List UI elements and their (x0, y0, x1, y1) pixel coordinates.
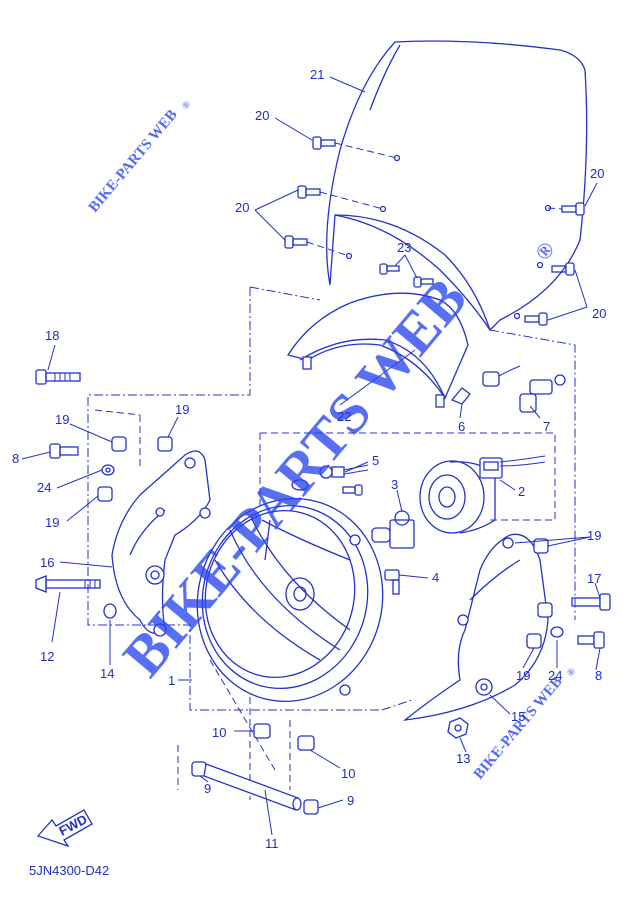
collar-9-b[interactable] (303, 799, 319, 815)
callout-22[interactable]: 22 (337, 409, 351, 424)
callout-10[interactable]: 10 (341, 766, 355, 781)
callout-20[interactable]: 20 (235, 200, 249, 215)
callout-23[interactable]: 23 (397, 240, 411, 255)
washer-24-left[interactable] (101, 464, 115, 476)
leader-lines (21, 76, 601, 836)
bolt-8-right[interactable] (577, 631, 605, 649)
screw-20-right-a[interactable] (561, 202, 585, 216)
callout-15[interactable]: 15 (511, 709, 525, 724)
callout-19[interactable]: 19 (587, 528, 601, 543)
collar-10-a[interactable] (253, 723, 271, 739)
callout-19[interactable]: 19 (45, 515, 59, 530)
callout-10[interactable]: 10 (212, 725, 226, 740)
callout-1[interactable]: 1 (168, 673, 175, 688)
callout-3[interactable]: 3 (391, 477, 398, 492)
callout-19[interactable]: 19 (55, 412, 69, 427)
callout-19[interactable]: 19 (516, 668, 530, 683)
callout-19[interactable]: 19 (175, 402, 189, 417)
callout-20[interactable]: 20 (255, 108, 269, 123)
headlight-cover[interactable] (286, 292, 469, 408)
collar-19-right-c[interactable] (526, 633, 542, 649)
bulb-7[interactable] (519, 374, 566, 413)
bolt-8-left[interactable] (49, 443, 79, 459)
callout-8[interactable]: 8 (595, 668, 602, 683)
fwd-arrow-icon: FWD (36, 809, 93, 848)
bulb-6[interactable] (450, 387, 471, 405)
callout-14[interactable]: 14 (100, 666, 114, 681)
callout-7[interactable]: 7 (543, 419, 550, 434)
callout-21[interactable]: 21 (310, 67, 324, 82)
diagram-code: 5JN4300-D42 (29, 863, 109, 878)
bulb-5[interactable] (319, 464, 369, 479)
callout-9[interactable]: 9 (347, 793, 354, 808)
washer-14[interactable] (103, 603, 117, 619)
callout-12[interactable]: 12 (40, 649, 54, 664)
callout-8[interactable]: 8 (12, 451, 19, 466)
callout-17[interactable]: 17 (587, 571, 601, 586)
pipe-11[interactable] (203, 763, 302, 811)
callout-4[interactable]: 4 (432, 570, 439, 585)
callout-6[interactable]: 6 (458, 419, 465, 434)
screw-20-mid-b[interactable] (284, 235, 308, 249)
callout-20[interactable]: 20 (590, 166, 604, 181)
callout-2[interactable]: 2 (518, 484, 525, 499)
bolt-12[interactable] (35, 575, 101, 593)
screw-dash-lines (306, 142, 563, 257)
left-bracket-16[interactable] (111, 450, 211, 637)
collar-19-left-c[interactable] (97, 486, 113, 502)
nut-13[interactable] (447, 717, 469, 739)
watermark-small-top-text: BIKE-PARTS WEB (86, 107, 181, 216)
callout-24[interactable]: 24 (37, 480, 51, 495)
headlight-unit[interactable] (175, 478, 406, 723)
bolt-17[interactable] (571, 593, 611, 611)
callout-24[interactable]: 24 (548, 668, 562, 683)
right-bracket-15[interactable] (402, 533, 549, 721)
windscreen[interactable] (326, 40, 588, 332)
adjuster-4[interactable] (384, 569, 400, 595)
collar-19-right-b[interactable] (537, 602, 553, 618)
bolt-18[interactable] (35, 369, 81, 385)
socket-housing-2[interactable] (419, 455, 546, 534)
screw-20-mid-a[interactable] (297, 185, 321, 199)
screw-center[interactable] (342, 484, 363, 496)
screw-23-b[interactable] (413, 276, 434, 288)
callout-labels: 21 20 20 20 20 23 18 19 19 19 19 19 8 8 … (12, 67, 606, 851)
callout-18[interactable]: 18 (45, 328, 59, 343)
watermark-small-top: BIKE-PARTS WEB ® (86, 99, 194, 216)
callout-20[interactable]: 20 (592, 306, 606, 321)
collar-19-left-a[interactable] (111, 436, 127, 452)
callout-11[interactable]: 11 (265, 836, 279, 851)
screw-20-right-b[interactable] (551, 262, 575, 276)
watermark-small-bottom-reg: ® (565, 666, 579, 679)
callout-16[interactable]: 16 (40, 555, 54, 570)
callout-9[interactable]: 9 (204, 781, 211, 796)
screw-20-right-c[interactable] (524, 312, 548, 326)
washer-24-right[interactable] (550, 626, 564, 638)
callout-5[interactable]: 5 (372, 453, 379, 468)
watermark-big-reg: ® (530, 237, 560, 266)
watermark-small-top-reg: ® (180, 99, 194, 112)
screw-23-a[interactable] (379, 263, 400, 275)
bulb-3[interactable] (371, 510, 415, 549)
assembly-boundaries (87, 286, 576, 800)
callout-13[interactable]: 13 (456, 751, 470, 766)
bulb-socket-top[interactable] (482, 365, 521, 387)
screw-20-top[interactable] (312, 136, 336, 150)
collar-10-b[interactable] (297, 735, 315, 751)
collar-19-left-b[interactable] (157, 436, 173, 452)
bulb-small[interactable] (291, 479, 309, 491)
